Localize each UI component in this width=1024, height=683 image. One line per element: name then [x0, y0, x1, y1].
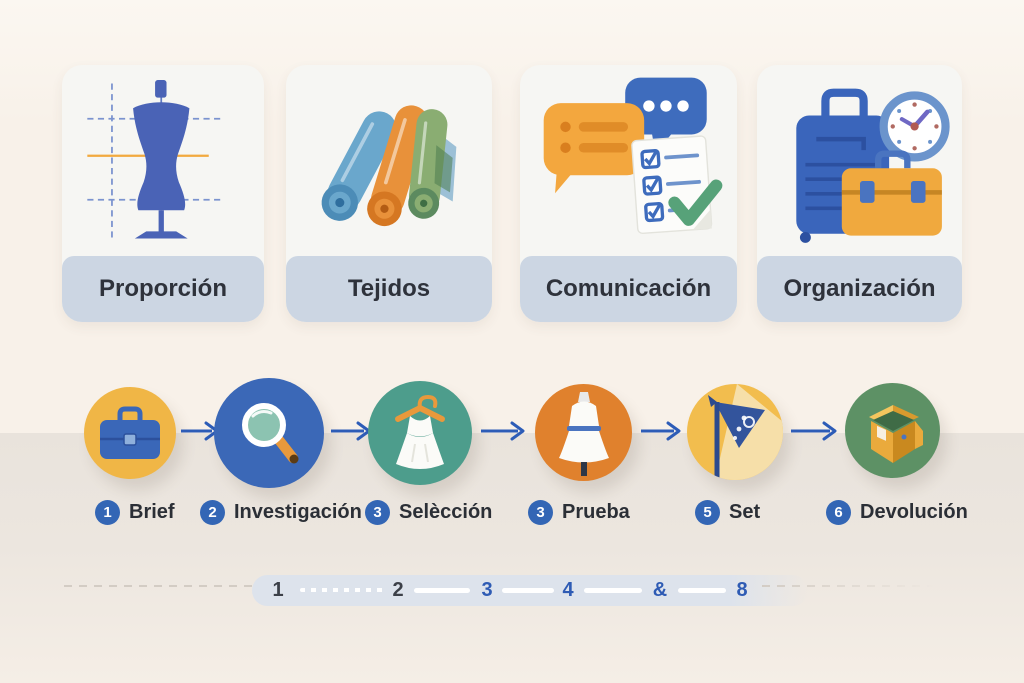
timeline-dashed-line-right — [762, 585, 934, 587]
step-number-badge: 3 — [528, 500, 553, 525]
card-label-bar: Proporción — [62, 256, 264, 322]
timeline-tick: 2 — [392, 579, 404, 601]
timeline-dotted-segment — [300, 588, 386, 592]
step-circle-set — [687, 384, 783, 480]
step-label-prueba: 3 Prueba — [528, 500, 630, 525]
chat-bubbles-checklist-icon — [520, 65, 737, 256]
step-label-devolucion: 6 Devolución — [826, 500, 968, 525]
step-circle-devolucion — [845, 383, 940, 478]
step-number-badge: 6 — [826, 500, 851, 525]
step-label-set: 5 Set — [695, 500, 760, 525]
card-label: Tejidos — [347, 275, 431, 302]
fabric-rolls-icon — [286, 65, 492, 256]
briefcase-icon — [100, 406, 160, 459]
step-label-text: Prueba — [562, 501, 630, 523]
timeline-tick: 1 — [272, 579, 284, 601]
timeline-segment — [678, 588, 726, 593]
dress-mannequin-icon — [558, 391, 609, 476]
timeline-tick: & — [652, 579, 668, 601]
timeline-tick: 8 — [736, 579, 748, 601]
step-number-badge: 1 — [95, 500, 120, 525]
mannequin-proportions-icon — [62, 65, 264, 256]
background-lower-band — [0, 433, 1024, 683]
step-circle-prueba — [535, 384, 632, 481]
timeline-dashed-line-left — [64, 585, 254, 587]
flow-arrow — [481, 421, 525, 441]
card-label-bar: Comunicación — [520, 256, 737, 322]
card-label: Comunicación — [545, 275, 712, 302]
timeline-segment — [502, 588, 554, 593]
spotlight-icon — [708, 384, 783, 480]
flow-arrow — [791, 421, 837, 441]
step-number-badge: 5 — [695, 500, 720, 525]
card-organizacion: Organización — [757, 65, 962, 322]
step-label-text: Set — [729, 501, 761, 523]
step-label-text: Investigación — [234, 501, 362, 523]
card-tejidos: Tejidos — [286, 65, 492, 322]
step-number-badge: 2 — [200, 500, 225, 525]
dress-hanger-icon — [395, 394, 445, 469]
timeline-segment — [584, 588, 642, 593]
step-circle-brief — [84, 387, 176, 479]
flow-arrow — [331, 421, 371, 441]
step-label-text: Selècción — [399, 501, 493, 523]
timeline-segment — [414, 588, 470, 593]
luggage-clock-icon — [757, 65, 962, 256]
step-number-badge: 3 — [365, 500, 390, 525]
step-label-text: Devolución — [860, 501, 968, 523]
step-circle-seleccion — [368, 381, 472, 485]
step-label-text: Brief — [129, 501, 175, 523]
step-label-brief: 1 Brief — [95, 500, 175, 525]
card-label-bar: Organización — [757, 256, 962, 322]
magnifier-icon — [242, 403, 299, 464]
step-circle-investigacion — [214, 378, 324, 488]
step-label-seleccion: 3 Selècción — [365, 500, 492, 525]
step-label-investigacion: 2 Investigación — [200, 500, 362, 525]
open-box-icon — [868, 404, 923, 463]
card-label-bar: Tejidos — [286, 256, 492, 322]
card-label: Proporción — [98, 275, 227, 302]
card-label: Organización — [783, 275, 936, 302]
card-proporcion: Proporción — [62, 65, 264, 322]
timeline-tick: 3 — [481, 579, 493, 601]
card-comunicacion: Comunicación — [520, 65, 737, 322]
flow-arrow — [641, 421, 681, 441]
timeline-tick: 4 — [562, 579, 574, 601]
